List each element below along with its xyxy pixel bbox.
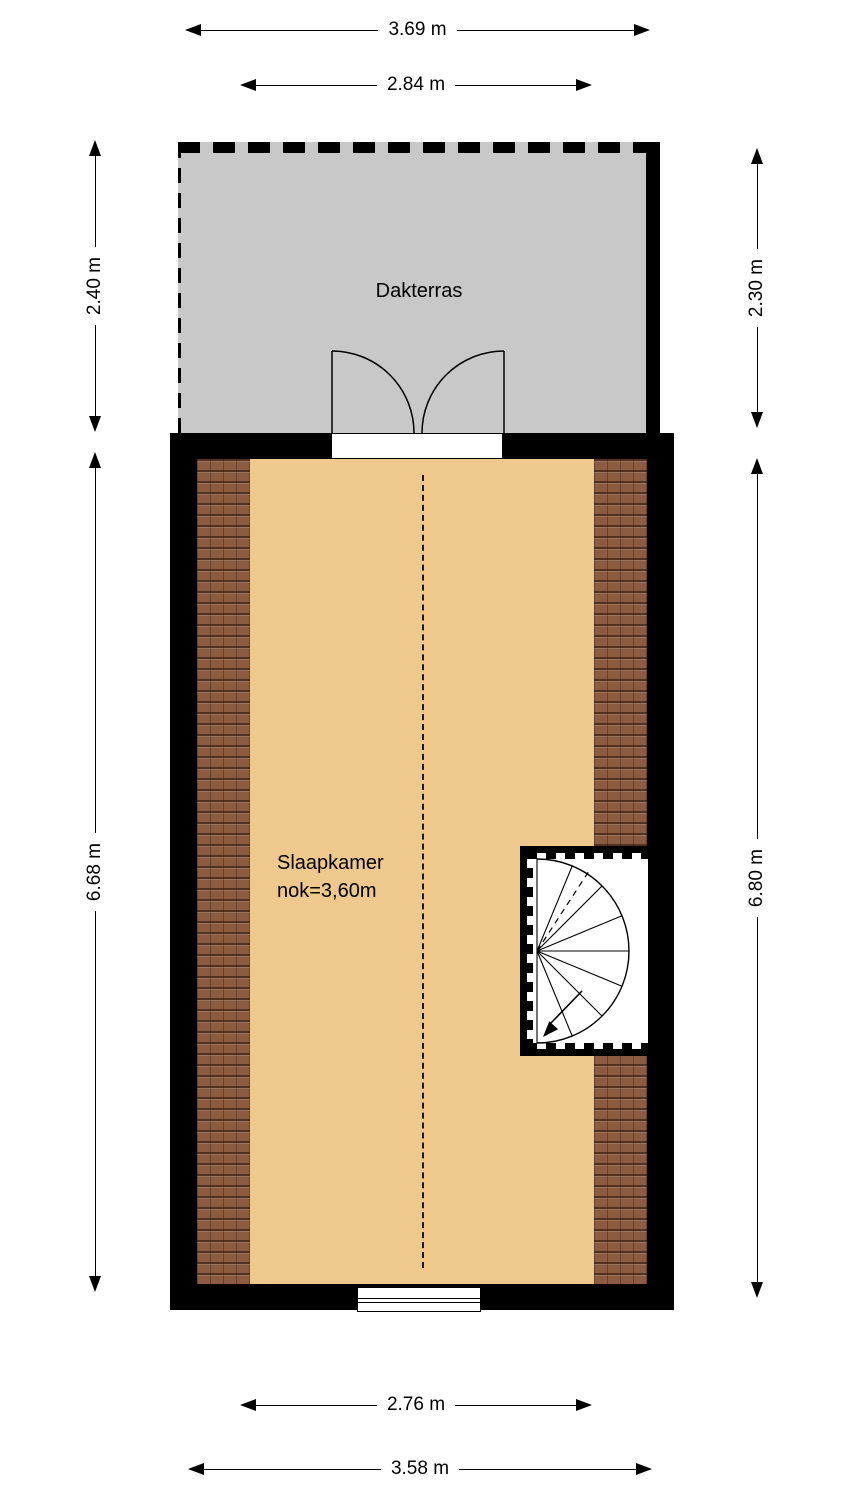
stair-wall-left xyxy=(527,853,533,1049)
bedroom-name: Slaapkamer xyxy=(277,852,384,874)
dimension-line xyxy=(94,325,96,416)
dimension-left-lower: 6.68 m xyxy=(82,452,108,1292)
dimension-line xyxy=(201,29,379,31)
dimension-line xyxy=(94,468,96,833)
ridge-line xyxy=(422,475,424,1268)
dimension-line xyxy=(94,156,96,247)
dimension-line xyxy=(756,917,758,1282)
dimension-line xyxy=(455,1404,576,1406)
dimension-line xyxy=(455,84,576,86)
spiral-staircase xyxy=(520,846,648,1056)
dimension-right-lower: 6.80 m xyxy=(744,458,770,1298)
arrow-right-icon xyxy=(576,79,592,91)
arrow-right-icon xyxy=(636,1463,652,1475)
roof-slope-left xyxy=(197,459,250,1284)
terrace-area: Dakterras xyxy=(178,142,660,433)
bedroom-ridge-height: nok=3,60m xyxy=(277,880,377,902)
dimension-left-upper: 2.40 m xyxy=(82,140,108,432)
dimension-line xyxy=(756,164,758,249)
dimension-line xyxy=(459,1468,636,1470)
dimension-right-upper: 2.30 m xyxy=(744,148,770,428)
dimension-label: 2.76 m xyxy=(386,1394,446,1415)
terrace-label: Dakterras xyxy=(375,280,463,302)
dimension-label: 3.69 m xyxy=(388,19,447,40)
window-pane xyxy=(358,1298,480,1303)
dimension-label: 2.84 m xyxy=(386,74,446,95)
dimension-top-inner: 2.84 m xyxy=(240,73,592,97)
door-opening xyxy=(332,433,502,459)
stair-wall-top xyxy=(527,853,648,859)
bedroom-label: Slaapkamer nok=3,60m xyxy=(277,849,384,905)
arrow-down-icon xyxy=(89,416,101,432)
dimension-label: 2.30 m xyxy=(746,258,767,318)
dimension-line xyxy=(256,84,377,86)
stair-wall-bottom xyxy=(527,1043,648,1049)
window xyxy=(357,1287,481,1312)
dimension-label: 6.68 m xyxy=(84,842,105,902)
dimension-line xyxy=(94,911,96,1276)
arrow-left-icon xyxy=(185,24,201,36)
dimension-line xyxy=(256,1404,377,1406)
stairs-direction-arrow-icon xyxy=(543,1021,559,1037)
terrace-wall-right xyxy=(646,142,660,433)
dimension-bottom-outer: 3.58 m xyxy=(188,1457,652,1481)
arrow-right-icon xyxy=(634,24,650,36)
terrace-railing-top xyxy=(178,142,660,153)
dimension-label: 6.80 m xyxy=(746,848,767,908)
dimension-line xyxy=(204,1468,381,1470)
arrow-up-icon xyxy=(89,140,101,156)
dimension-top-outer: 3.69 m xyxy=(185,18,650,42)
arrow-left-icon xyxy=(188,1463,204,1475)
arrow-left-icon xyxy=(240,1399,256,1411)
dimension-label: 3.58 m xyxy=(390,1458,450,1479)
dimension-line xyxy=(756,474,758,839)
arrow-up-icon xyxy=(751,148,763,164)
arrow-right-icon xyxy=(576,1399,592,1411)
dimension-line xyxy=(756,327,758,412)
arrow-down-icon xyxy=(89,1276,101,1292)
dimension-line xyxy=(456,29,634,31)
spiral-stairs-icon xyxy=(536,858,630,1044)
arrow-up-icon xyxy=(89,452,101,468)
arrow-left-icon xyxy=(240,79,256,91)
arrow-down-icon xyxy=(751,1282,763,1298)
arrow-up-icon xyxy=(751,458,763,474)
dimension-bottom-inner: 2.76 m xyxy=(240,1393,592,1417)
double-door-icon xyxy=(331,350,505,434)
terrace-railing-left xyxy=(178,142,181,433)
dimension-label: 2.40 m xyxy=(84,256,105,316)
arrow-down-icon xyxy=(751,412,763,428)
